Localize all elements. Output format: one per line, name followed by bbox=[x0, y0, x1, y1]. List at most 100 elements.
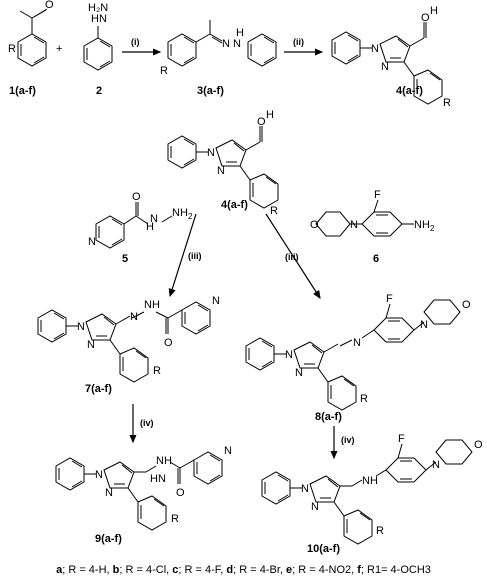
substituent-legend: a; R = 4-H, b; R = 4-Cl, c; R = 4-F, d; … bbox=[0, 564, 487, 576]
compound-4-top-label: 4(a-f) bbox=[396, 85, 423, 97]
compound-3-label: 3(a-f) bbox=[197, 85, 224, 97]
morpholine-n-label: N bbox=[420, 319, 428, 331]
legend-text-e: ; R = 4-NO2, bbox=[292, 564, 358, 576]
hn-label: NH bbox=[144, 299, 160, 311]
legend-text-c: ; R = 4-F, bbox=[178, 564, 227, 576]
reagent-iv-right: (iv) bbox=[341, 435, 355, 445]
compound-7-label: 7(a-f) bbox=[85, 383, 112, 395]
compound-5-structure: O H N NH 2 N bbox=[88, 191, 193, 249]
morpholine-o-label: O bbox=[474, 439, 483, 451]
reagent-ii: (ii) bbox=[293, 37, 304, 47]
n2-label: N bbox=[295, 367, 303, 379]
r-label: R bbox=[376, 525, 384, 537]
morpholine-o-label: O bbox=[462, 299, 471, 311]
reagent-iv-left: (iv) bbox=[140, 418, 154, 428]
legend-text-a: ; R = 4-H, bbox=[62, 564, 113, 576]
compound-2-structure: HN H₂N bbox=[83, 2, 113, 71]
h2n-label: H₂N bbox=[88, 2, 108, 14]
o-label: O bbox=[421, 12, 430, 24]
compound-9-label: 9(a-f) bbox=[95, 533, 122, 545]
compound-4-mid-structure: N N H O R bbox=[167, 109, 279, 217]
n1-label: N bbox=[207, 147, 215, 159]
compound-2-label: 2 bbox=[96, 85, 102, 97]
legend-key-c: c bbox=[172, 564, 179, 576]
compound-10-label: 10(a-f) bbox=[307, 543, 340, 555]
nh-label: NH bbox=[362, 475, 378, 487]
subscript-2: 2 bbox=[430, 224, 435, 233]
o-label: O bbox=[176, 487, 185, 499]
n2-label: N bbox=[105, 487, 113, 499]
pyridine-n-label: N bbox=[224, 445, 232, 457]
hn-label: H bbox=[236, 27, 244, 39]
n1-label: N bbox=[301, 483, 309, 495]
legend-text-b: ; R = 4-Cl, bbox=[119, 564, 173, 576]
n2-label: N bbox=[381, 61, 389, 73]
compound-1-structure: O R bbox=[8, 0, 54, 67]
r-label: R bbox=[160, 65, 168, 77]
arrow-step-iii-right bbox=[265, 213, 321, 300]
compound-8-label: 8(a-f) bbox=[315, 411, 342, 423]
compound-6-structure: O N F NH 2 bbox=[310, 189, 435, 237]
r-label: R bbox=[8, 43, 16, 55]
f-label: F bbox=[374, 189, 381, 201]
compound-1-label: 1(a-f) bbox=[9, 85, 36, 97]
reagent-iii-left: (iii) bbox=[188, 251, 202, 261]
pyridine-n-label: N bbox=[212, 295, 220, 307]
nh-label: H bbox=[146, 221, 154, 233]
n2-label: N bbox=[217, 165, 225, 177]
legend-text-d: ; R = 4-Br, bbox=[233, 564, 286, 576]
legend-key-b: b bbox=[112, 564, 120, 576]
imine-n-label: N bbox=[353, 337, 361, 349]
n1-label: N bbox=[285, 349, 293, 361]
nh-label: NH bbox=[156, 455, 172, 467]
reagent-i: (i) bbox=[131, 37, 140, 47]
n2-label: N bbox=[233, 38, 241, 50]
hn-label: HN bbox=[150, 473, 166, 485]
reagent-iii-right: (iii) bbox=[285, 252, 299, 262]
oxygen-label: O bbox=[45, 0, 54, 11]
legend-key-a: a bbox=[56, 564, 63, 576]
n2-label: N bbox=[311, 501, 319, 513]
morpholine-n-label: N bbox=[432, 459, 440, 471]
nh2-label: NH bbox=[414, 219, 430, 231]
n1-label: N bbox=[371, 43, 379, 55]
arrow-step-iii-left bbox=[168, 213, 197, 298]
plus-sign: + bbox=[56, 43, 62, 55]
h-label: H bbox=[430, 5, 438, 17]
n-label: N bbox=[222, 38, 230, 50]
n-label: N bbox=[150, 213, 158, 225]
pyridine-n-label: N bbox=[88, 236, 96, 248]
nh2-label: NH bbox=[172, 207, 188, 219]
compound-7-structure: N N N NH O N R bbox=[37, 295, 220, 383]
compound-3-structure: N H N R bbox=[160, 20, 277, 77]
legend-text-f: ; R1= 4-OCH3 bbox=[360, 564, 431, 576]
nh-label: HN bbox=[91, 13, 107, 25]
n-label: N bbox=[350, 219, 358, 231]
r-label: R bbox=[171, 513, 179, 525]
r-label: R bbox=[270, 205, 278, 217]
compound-5-label: 5 bbox=[122, 253, 128, 265]
subscript-2: 2 bbox=[188, 212, 193, 221]
compound-8-structure: N N N F N O R bbox=[245, 293, 471, 411]
o-label: O bbox=[164, 337, 173, 349]
compound-4-mid-label: 4(a-f) bbox=[221, 199, 248, 211]
h-label: H bbox=[266, 109, 274, 121]
legend-key-e: e bbox=[286, 564, 293, 576]
f-label: F bbox=[386, 293, 393, 305]
compound-10-structure: N N NH F N O R bbox=[261, 433, 483, 545]
n1-label: N bbox=[95, 469, 103, 481]
legend-key-d: d bbox=[226, 564, 234, 576]
legend-key-f: f bbox=[357, 564, 361, 576]
compound-4-top-structure: N N H O R bbox=[331, 5, 451, 109]
o-label: O bbox=[132, 191, 141, 203]
r-label: R bbox=[153, 365, 161, 377]
n1-label: N bbox=[77, 321, 85, 333]
r-label: R bbox=[443, 97, 451, 109]
compound-6-label: 6 bbox=[373, 253, 379, 265]
n2-label: N bbox=[87, 339, 95, 351]
imine-n-label: N bbox=[130, 311, 138, 323]
r-label: R bbox=[360, 393, 368, 405]
f-label: F bbox=[398, 433, 405, 445]
compound-9-structure: N N HN NH O N R bbox=[55, 445, 232, 531]
